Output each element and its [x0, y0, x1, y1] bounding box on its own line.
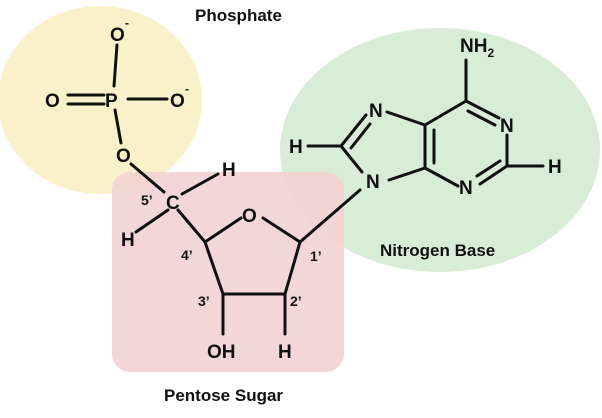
p-o-top-bond — [112, 43, 119, 88]
hydroxyl-group: OH — [207, 342, 236, 363]
locant-c1: 1’ — [310, 248, 322, 264]
c5-c4-bond — [176, 208, 207, 244]
c1-c2-bond — [283, 240, 302, 296]
c5-h-lower-bond — [134, 208, 170, 234]
oxygen-atom-right: O — [170, 91, 185, 112]
nitrogen-base-region — [280, 28, 600, 272]
charge-right: - — [185, 82, 189, 96]
charge-top: - — [125, 16, 129, 30]
c2-n3-double-bond-outer — [478, 164, 509, 186]
c3-c4-bond — [203, 240, 225, 296]
locant-c3: 3’ — [198, 293, 210, 309]
nitrogen-atom-n3: N — [459, 178, 473, 199]
oxygen-atom-top: O — [110, 25, 125, 46]
amine-nitrogen: NH2 — [460, 36, 494, 60]
n9-c8-bond — [339, 144, 364, 174]
locant-c4: 4’ — [181, 247, 193, 263]
c5-c6-bond — [423, 99, 468, 127]
nitrogen-atom-n9: N — [366, 172, 380, 193]
hydrogen-atom-c2: H — [278, 342, 292, 363]
carbon-atom-c5: C — [166, 193, 180, 214]
n3-c4-bond — [423, 166, 460, 188]
phosphorus-atom: P — [105, 91, 118, 112]
hydrogen-atom-c5-lower: H — [121, 230, 135, 251]
c8-n7-double-bond-outer — [339, 113, 368, 148]
oxygen-atom-double: O — [45, 91, 60, 112]
c1-n9-glycosidic-bond — [298, 188, 362, 244]
locant-c2: 2’ — [290, 293, 302, 309]
hydrogen-atom-c2-base: H — [548, 157, 562, 178]
phosphate-region — [0, 6, 202, 194]
nitrogen-atom-n7: N — [369, 101, 383, 122]
c6-n1-double-bond-inner — [466, 109, 497, 127]
o-c5-bond — [129, 162, 166, 194]
pentose-sugar-label: Pentose Sugar — [164, 386, 283, 405]
c4-o-ring-bond — [203, 216, 243, 244]
oxygen-atom-ring: O — [242, 206, 257, 227]
oxygen-atom-ester: O — [116, 146, 131, 167]
n7-c5-bond — [385, 110, 427, 127]
nitrogen-atom-n1: N — [500, 116, 514, 137]
o-ring-c1-bond — [261, 216, 302, 244]
phosphate-label: Phosphate — [195, 6, 282, 25]
c6-n1-double-bond-outer — [464, 99, 501, 120]
amine-nh: NH — [460, 36, 487, 57]
hydrogen-atom-c8: H — [289, 137, 303, 158]
c4-n9-bond — [387, 166, 427, 182]
c2-n3-double-bond-inner — [475, 159, 502, 178]
hydrogen-atom-c5-upper: H — [222, 160, 236, 181]
nitrogen-base-label: Nitrogen Base — [380, 241, 495, 260]
c8-n7-double-bond-inner — [349, 122, 372, 150]
p-o-ester-bond — [113, 108, 123, 145]
locant-c5: 5’ — [141, 192, 153, 208]
amine-subscript: 2 — [487, 46, 494, 60]
c5-h-upper-bond — [180, 172, 220, 196]
